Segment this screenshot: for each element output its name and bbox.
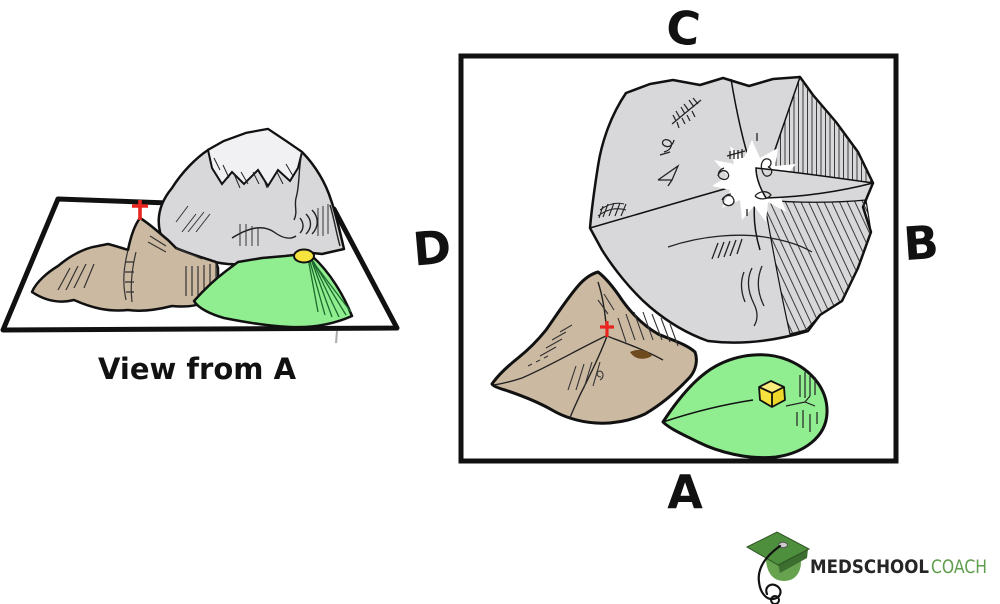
summit-cross-3d-icon — [132, 200, 148, 220]
cap-board-side — [778, 549, 808, 573]
map-view: C B A D — [411, 0, 941, 519]
bird-glyphs — [657, 138, 680, 187]
brand-logo: MEDSCHOOL COACH — [745, 531, 987, 604]
brown-hill-ridges — [493, 281, 664, 419]
rock-lower-detail — [667, 234, 813, 327]
brand-name-bold: MEDSCHOOL — [810, 556, 929, 578]
rock-center-arm — [755, 167, 874, 199]
snow-peak — [206, 127, 304, 188]
brand-name-light: COACH — [931, 556, 987, 578]
green-area-map — [661, 353, 829, 460]
yellow-disc-icon — [293, 248, 315, 264]
stethoscope-chestpiece — [770, 595, 780, 604]
fern-glyph — [671, 97, 702, 129]
green-crease — [662, 399, 754, 423]
map-label-right: B — [902, 215, 941, 271]
brown-hill-detail — [57, 235, 217, 303]
green-hatch — [785, 372, 818, 432]
brown-crescent — [630, 349, 652, 359]
perspective-view: View from A — [0, 127, 400, 386]
view-caption: View from A — [98, 352, 297, 386]
mountain-detail-lines — [231, 151, 341, 247]
graduation-cap-icon — [745, 531, 811, 604]
plane-tick — [335, 330, 338, 344]
rock-diagonal-hatch-zone — [763, 199, 872, 335]
summit-glyphs — [717, 133, 773, 216]
summit-cross-map-icon — [600, 321, 614, 337]
ripple-hatch — [597, 202, 627, 219]
cube-outline — [758, 380, 786, 408]
stethoscope — [757, 544, 782, 601]
map-label-top: C — [664, 0, 703, 57]
map-label-bottom: A — [667, 465, 703, 519]
brown-hill-map — [490, 270, 698, 425]
mountain-hatch — [175, 204, 329, 246]
treasure-cube-icon — [758, 380, 786, 408]
map-label-left: D — [411, 219, 454, 276]
green-hill-pleats — [307, 257, 352, 318]
brown-hill-hatch — [527, 293, 679, 391]
snow-peak-hatch — [213, 157, 294, 189]
mountain-wind-marks — [299, 209, 318, 235]
